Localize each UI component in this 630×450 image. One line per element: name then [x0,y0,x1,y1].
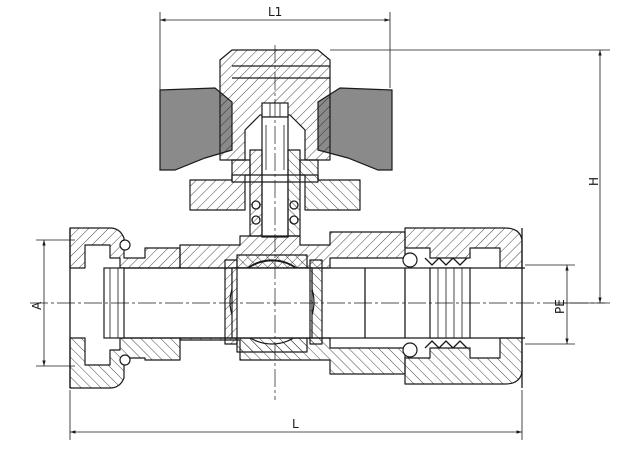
dimension-pe-label: PE [553,299,567,314]
handle-wing-left [159,87,233,171]
dimension-l1-label: L1 [268,5,282,19]
dimension-h-label: H [587,177,601,186]
center-lines [30,45,605,400]
valve-body [120,231,525,375]
dimension-a: A [30,239,75,367]
handle-wing-right [317,87,393,171]
dimension-a-label: A [30,301,44,310]
dimension-pe: PE [525,264,575,345]
dimension-l-label: L [292,417,299,431]
left-union [69,227,181,389]
dimension-l: L [69,390,523,440]
